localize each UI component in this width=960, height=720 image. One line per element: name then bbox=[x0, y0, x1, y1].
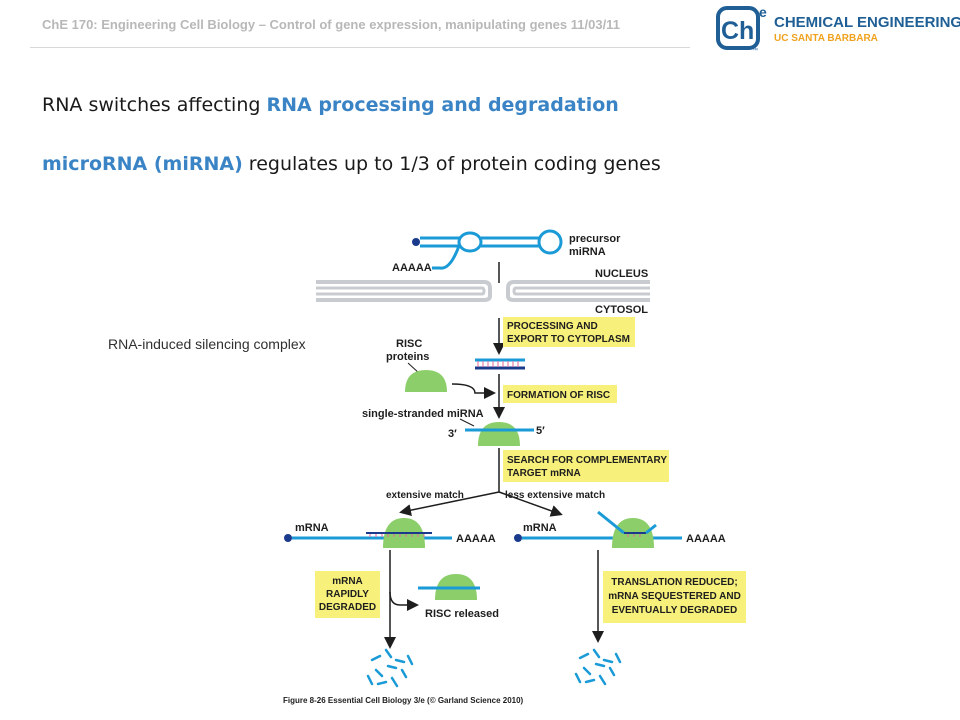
che-ucsb-logo: Ch e ™ CHEMICAL ENGINEERING UC SANTA BAR… bbox=[716, 4, 960, 54]
heading-1-highlight: RNA processing and degradation bbox=[266, 94, 619, 116]
step-box-rapidly-degraded bbox=[315, 571, 380, 618]
single-stranded-pointer bbox=[459, 418, 475, 427]
precursor-mirna bbox=[412, 229, 563, 270]
step-box-translation-reduced bbox=[603, 571, 746, 623]
step-processing-line2: EXPORT TO CYTOPLASM bbox=[507, 334, 630, 345]
label-single-stranded: single-stranded miRNA bbox=[362, 408, 484, 420]
precursor-5prime-cap bbox=[412, 238, 420, 246]
course-header: ChE 170: Engineering Cell Biology – Cont… bbox=[42, 17, 620, 32]
arrow-extensive bbox=[399, 491, 500, 517]
mrna-extensive-match bbox=[284, 518, 452, 548]
arrow-risc-release bbox=[389, 591, 419, 611]
label-polya-right: AAAAA bbox=[686, 533, 726, 545]
step-search-line1: SEARCH FOR COMPLEMENTARY bbox=[507, 455, 667, 466]
mirna-pathway-figure: precursor miRNA AAAAA NUCLEUS CYTOSOL PR… bbox=[283, 229, 746, 705]
label-precursor-polya: AAAAA bbox=[392, 262, 432, 274]
label-cytosol: CYTOSOL bbox=[595, 304, 648, 316]
slide-heading-2: microRNA (miRNA) regulates up to 1/3 of … bbox=[42, 153, 661, 175]
label-mrna-left: mRNA bbox=[295, 522, 329, 534]
arrow-less-extensive bbox=[498, 491, 563, 517]
step-box-processing bbox=[503, 317, 635, 347]
label-nucleus: NUCLEUS bbox=[595, 268, 648, 280]
mirna-duplex bbox=[475, 358, 525, 370]
logo-line-2: UC SANTA BARBARA bbox=[774, 33, 878, 44]
logo-line-1: CHEMICAL ENGINEERING bbox=[774, 14, 960, 31]
heading-1-text: RNA switches affecting bbox=[42, 94, 267, 116]
label-5-prime: 5′ bbox=[536, 425, 545, 437]
risc-complex bbox=[478, 422, 520, 446]
label-precursor-mirna: miRNA bbox=[569, 246, 606, 258]
step-reduced-line2: mRNA SEQUESTERED AND bbox=[608, 591, 741, 602]
label-risc-released: RISC released bbox=[425, 608, 499, 620]
mrna-less-extensive-match bbox=[514, 510, 682, 548]
step-box-formation bbox=[503, 385, 617, 403]
step-degraded-line2: RAPIDLY bbox=[326, 589, 369, 600]
step-degraded-line3: DEGRADED bbox=[319, 602, 376, 613]
label-risc-proteins: proteins bbox=[386, 351, 429, 363]
step-degraded-line1: mRNA bbox=[332, 576, 363, 587]
heading-2-text: regulates up to 1/3 of protein coding ge… bbox=[242, 153, 661, 175]
degraded-fragments-left bbox=[366, 648, 414, 688]
step-formation: FORMATION OF RISC bbox=[507, 390, 610, 401]
label-mrna-right: mRNA bbox=[523, 522, 557, 534]
risc-protein bbox=[405, 370, 447, 392]
logo-trademark: ™ bbox=[752, 47, 758, 54]
step-box-search bbox=[503, 450, 669, 482]
arrow-risc-joins bbox=[451, 383, 496, 399]
label-less-extensive-match: less extensive match bbox=[505, 490, 605, 501]
label-risc: RISC bbox=[396, 338, 422, 350]
label-3-prime: 3′ bbox=[448, 428, 457, 440]
heading-2-highlight: microRNA (miRNA) bbox=[42, 153, 243, 175]
label-polya-left: AAAAA bbox=[456, 533, 496, 545]
step-reduced-line1: TRANSLATION REDUCED; bbox=[611, 577, 737, 588]
header-divider bbox=[30, 47, 690, 48]
figure-caption: Figure 8-26 Essential Cell Biology 3/e (… bbox=[283, 696, 524, 705]
label-extensive-match: extensive match bbox=[386, 490, 464, 501]
nuclear-envelope bbox=[316, 280, 650, 302]
slide-heading-1: RNA switches affecting RNA processing an… bbox=[42, 94, 619, 116]
step-processing-line1: PROCESSING AND bbox=[507, 321, 598, 332]
degraded-fragments-right bbox=[574, 648, 622, 686]
logo-frame bbox=[716, 6, 760, 50]
logo-superscript: e bbox=[759, 4, 767, 20]
step-search-line2: TARGET mRNA bbox=[507, 468, 581, 479]
label-precursor: precursor bbox=[569, 233, 621, 245]
risc-annotation: RNA-induced silencing complex bbox=[108, 336, 306, 352]
logo-mark: Ch bbox=[721, 17, 754, 45]
step-reduced-line3: EVENTUALLY DEGRADED bbox=[612, 605, 738, 616]
